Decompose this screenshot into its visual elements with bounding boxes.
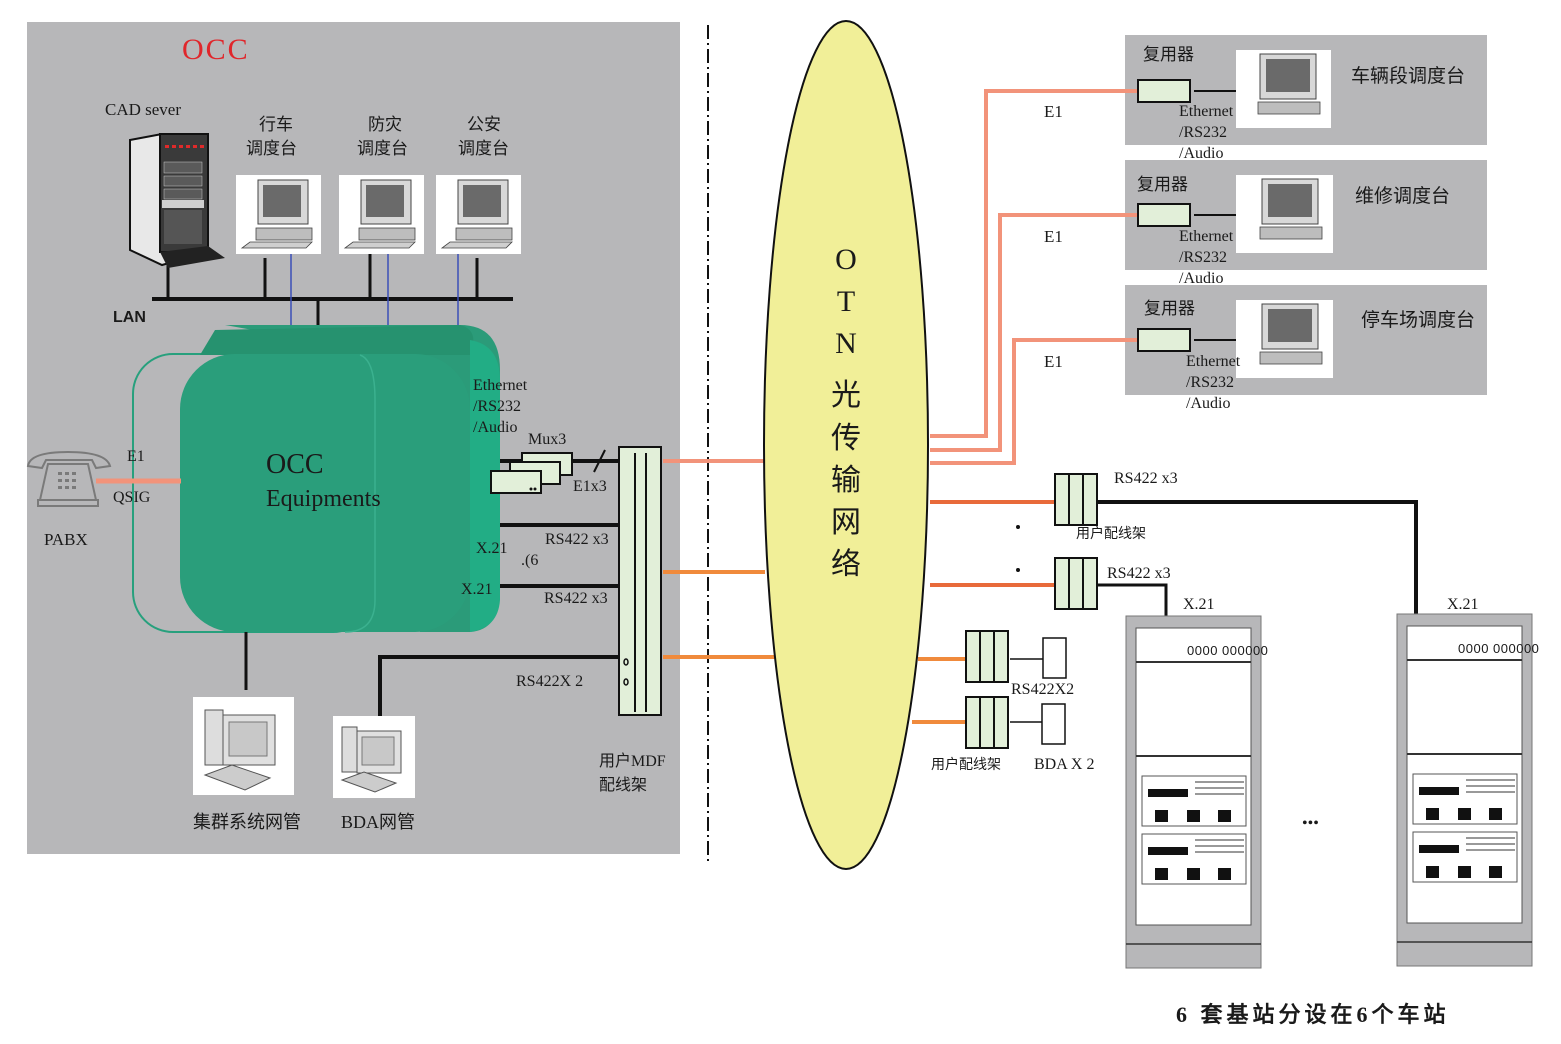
cad-server-label: CAD sever [105, 100, 182, 119]
bda-nms-pc-icon [333, 716, 415, 798]
iface-audio-maintenance: /Audio [1179, 270, 1224, 287]
console-name-parking: 停车场调度台 [1361, 310, 1476, 331]
iface-rs232-depot: /RS232 [1179, 124, 1228, 141]
pabx-link-qsig-label: QSIG [113, 489, 151, 506]
occ-equipment-block [132, 325, 500, 633]
otn-e1-link-parking [930, 338, 1138, 465]
rs422-rack-link-right [1097, 500, 1418, 614]
rack-x21-label-left: X.21 [1183, 596, 1215, 613]
otn-char: 络 [831, 548, 861, 581]
mux3-label: Mux3 [528, 431, 567, 448]
console-label-traffic-line1: 行车 [259, 115, 293, 134]
mux-label-parking: 复用器 [1144, 299, 1195, 318]
x21-label-b: X.21 [461, 581, 493, 598]
base-station-rack-left [1125, 615, 1262, 969]
iface-rs232-maintenance: /RS232 [1179, 249, 1228, 266]
mux3-units [490, 449, 620, 494]
station-rs422-label-b: RS422 x3 [1107, 565, 1171, 582]
pabx-link-e1-label: E1 [127, 448, 145, 465]
otn-char: T [836, 285, 856, 318]
console-label-disaster-line2: 调度台 [357, 139, 408, 158]
remote-mux-icons [1137, 79, 1236, 352]
mux-label-depot: 复用器 [1143, 45, 1194, 64]
otn-char: 网 [831, 506, 861, 539]
console-name-maintenance: 维修调度台 [1355, 186, 1451, 207]
rs422-label-b: RS422 x3 [544, 590, 608, 607]
e1-link-label-depot: E1 [1044, 102, 1063, 121]
occ-title: OCC [182, 33, 250, 66]
e1-link-label-maintenance: E1 [1044, 227, 1063, 246]
e1-link-label-parking: E1 [1044, 352, 1063, 371]
otn-char: N [835, 327, 857, 360]
mux-label-maintenance: 复用器 [1137, 175, 1188, 194]
console-label-police-line1: 公安 [467, 115, 501, 134]
rs422x2-label: RS422X 2 [516, 673, 584, 690]
iface-ethernet-depot: Ethernet [1179, 103, 1234, 120]
bda-nms-link [378, 655, 620, 716]
iface-audio-depot: /Audio [1179, 145, 1224, 162]
console-label-traffic-line2: 调度台 [246, 139, 297, 158]
iface-audio-parking: /Audio [1186, 395, 1231, 412]
lan-label: LAN [113, 309, 146, 326]
station-frame-label: 用户配线架 [1076, 527, 1146, 542]
occ-equipment-label-line2: Equipments [266, 486, 381, 512]
telephone-icon [26, 450, 112, 507]
continuation-dot [1016, 525, 1020, 529]
iface-ethernet-parking: Ethernet [1186, 353, 1241, 370]
iface-rs232-parking: /RS232 [1186, 374, 1235, 391]
mdf-label-line1: 用户MDF [599, 753, 666, 770]
console-label-disaster-line1: 防灾 [368, 115, 402, 134]
otn-e1-link-maintenance [930, 213, 1138, 452]
base-station-rack-right [1396, 613, 1533, 967]
rack-x21-label-right: X.21 [1447, 596, 1479, 613]
e1x3-label: E1x3 [573, 478, 607, 495]
mdf-distribution-frame [618, 446, 662, 716]
bda-nms-label: BDA网管 [341, 812, 416, 832]
otn-e1-link-depot [930, 89, 1138, 438]
console-label-police-line2: 调度台 [458, 139, 509, 158]
station-rs422-label-a: RS422 x3 [1114, 470, 1178, 487]
mdf-label-line2: 配线架 [599, 777, 648, 794]
remote-pc-icons [1236, 50, 1333, 378]
cad-server-icon [129, 132, 225, 268]
stations-caption: 6 套基站分设在6个车站 [1176, 1002, 1450, 1027]
cluster-nms-pc-icon [193, 697, 294, 795]
rs422-rack-link-left [1097, 583, 1168, 616]
bda-rs422x2-label: RS422X2 [1011, 681, 1075, 698]
lan-bus [152, 240, 513, 330]
rs422-label-a: RS422 x3 [545, 531, 609, 548]
otn-network-ellipse [763, 20, 929, 870]
console-pc-icon-police [436, 175, 521, 254]
dots-note: .(6 [521, 552, 539, 569]
x21-label-a: X.21 [476, 540, 508, 557]
cluster-nms-label: 集群系统网管 [193, 812, 301, 832]
pabx-label: PABX [44, 530, 88, 549]
continuation-dot [1016, 568, 1020, 572]
console-pc-icon-disaster [339, 175, 424, 254]
otn-char: 传 [831, 422, 861, 455]
occ-iface-rs232: /RS232 [473, 398, 522, 415]
console-pc-icon-traffic [236, 175, 321, 254]
rack-indicator-left: 0000 000000 [1187, 643, 1269, 658]
rack-indicator-right: 0000 000000 [1458, 641, 1540, 656]
otn-char: 光 [831, 379, 861, 412]
occ-iface-ethernet: Ethernet [473, 377, 528, 394]
iface-ethernet-maintenance: Ethernet [1179, 228, 1234, 245]
station-distribution-frames [965, 473, 1098, 749]
console-name-depot: 车辆段调度台 [1351, 66, 1466, 87]
occ-equipment-label-line1: OCC [266, 449, 324, 480]
occ-iface-audio: /Audio [473, 419, 518, 436]
otn-char: O [835, 243, 857, 276]
otn-char: 输 [831, 464, 861, 497]
bda-count-label: BDA X 2 [1034, 756, 1095, 773]
more-stations-ellipsis: ••• [1302, 815, 1319, 832]
bda-frame-label: 用户配线架 [931, 758, 1001, 773]
